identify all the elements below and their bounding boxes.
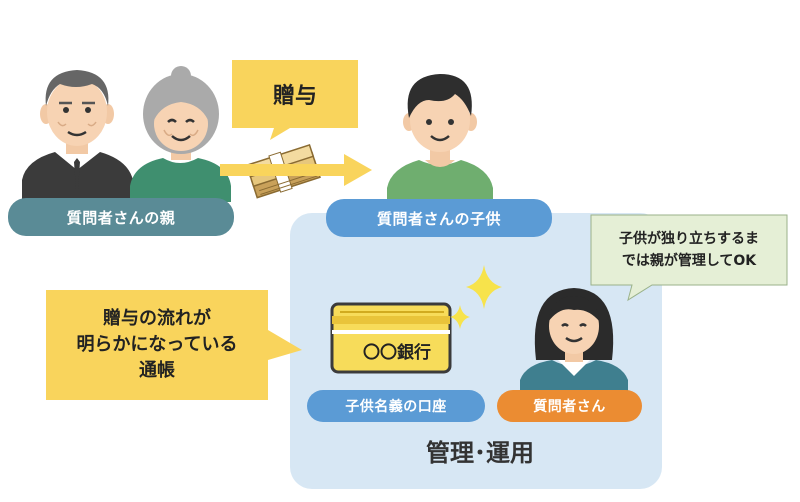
manage-operate-label: 管理･運用 xyxy=(426,438,534,467)
gift-label: 贈与 xyxy=(272,84,317,109)
sparkle-icon xyxy=(450,265,502,329)
asker-label: 質問者さん xyxy=(497,390,642,422)
passbook-icon xyxy=(330,302,452,374)
bank-name: 〇〇銀行 xyxy=(363,342,431,363)
parents-label: 質問者さんの親 xyxy=(8,198,234,236)
passbook-note-line2: 明らかになっている xyxy=(76,334,238,355)
arrow-right-icon xyxy=(220,154,372,186)
manage-note-line2: では親が管理してOK xyxy=(621,253,757,269)
grandmother-icon xyxy=(130,66,231,202)
child-account-label: 子供名義の口座 xyxy=(307,390,485,422)
passbook-note-text: 贈与の流れが 明らかになっている 通帳 xyxy=(46,290,268,400)
child-label: 質問者さんの子供 xyxy=(326,199,552,237)
child-person-icon xyxy=(387,74,493,202)
manage-note-line1: 子供が独り立ちするま xyxy=(619,231,759,247)
manage-note-text: 子供が独り立ちするま では親が管理してOK xyxy=(591,215,787,285)
woman-person-icon xyxy=(520,288,628,392)
passbook-note-line1: 贈与の流れが xyxy=(102,308,211,329)
passbook-note-line3: 通帳 xyxy=(138,360,175,381)
father-icon xyxy=(22,70,133,202)
